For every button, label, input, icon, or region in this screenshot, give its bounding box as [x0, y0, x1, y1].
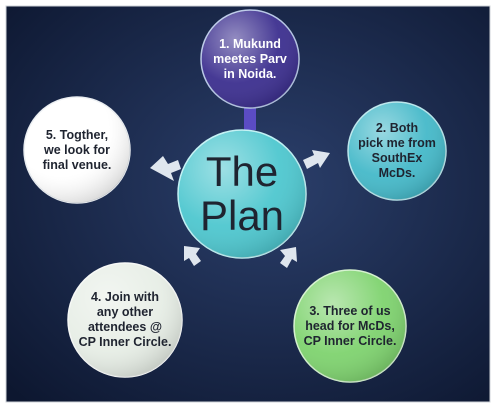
step-5-line-1: 5. Togther, [45, 127, 109, 142]
step-1-bubble [200, 9, 300, 109]
center-title-line-2: Plan [199, 192, 285, 239]
step-3-line-2: head for McDs, [305, 318, 395, 333]
step-3-line-3: CP Inner Circle. [303, 333, 397, 348]
arrow-down-right-icon [280, 247, 297, 268]
step-4-line-4: CP Inner Circle. [78, 335, 172, 349]
step-1-line-2: meetes Parv [213, 51, 287, 66]
step-3-bubble [293, 269, 407, 383]
step-4-bubble [67, 262, 183, 378]
step-2-line-2: pick me from [358, 136, 436, 150]
step-1-label: 1. Mukund meetes Parv in Noida. [205, 22, 295, 96]
step-5-label: 5. Togther, we look for final venue. [28, 116, 126, 184]
step-4-line-3: attendees @ [87, 320, 163, 334]
step-5-line-3: final venue. [42, 157, 112, 172]
step-3-label: 3. Three of us head for McDs, CP Inner C… [298, 291, 402, 361]
center-bubble [177, 129, 307, 259]
arrow-left-icon [150, 156, 181, 181]
arrow-down-left-icon [184, 246, 201, 266]
step-4-line-1: 4. Join with [90, 290, 160, 304]
step-2-line-4: McDs. [378, 166, 416, 180]
step-3-line-1: 3. Three of us [309, 303, 391, 318]
step-5-line-2: we look for [44, 142, 110, 157]
step-2-line-3: SouthEx [371, 151, 423, 165]
step-4-label: 4. Join with any other attendees @ CP In… [72, 282, 178, 358]
step-2-label: 2. Both pick me from SouthEx McDs. [352, 114, 442, 188]
step-1-line-1: 1. Mukund [219, 36, 281, 51]
step-4-line-2: any other [96, 305, 154, 319]
step-2-bubble [347, 101, 447, 201]
step-2-line-1: 2. Both [375, 121, 419, 135]
arrow-right-icon [303, 150, 330, 169]
center-title-line-1: The [205, 148, 279, 195]
center-title: The Plan [178, 130, 306, 258]
step-1-line-3: in Noida. [223, 66, 277, 81]
step-5-bubble [23, 96, 131, 204]
